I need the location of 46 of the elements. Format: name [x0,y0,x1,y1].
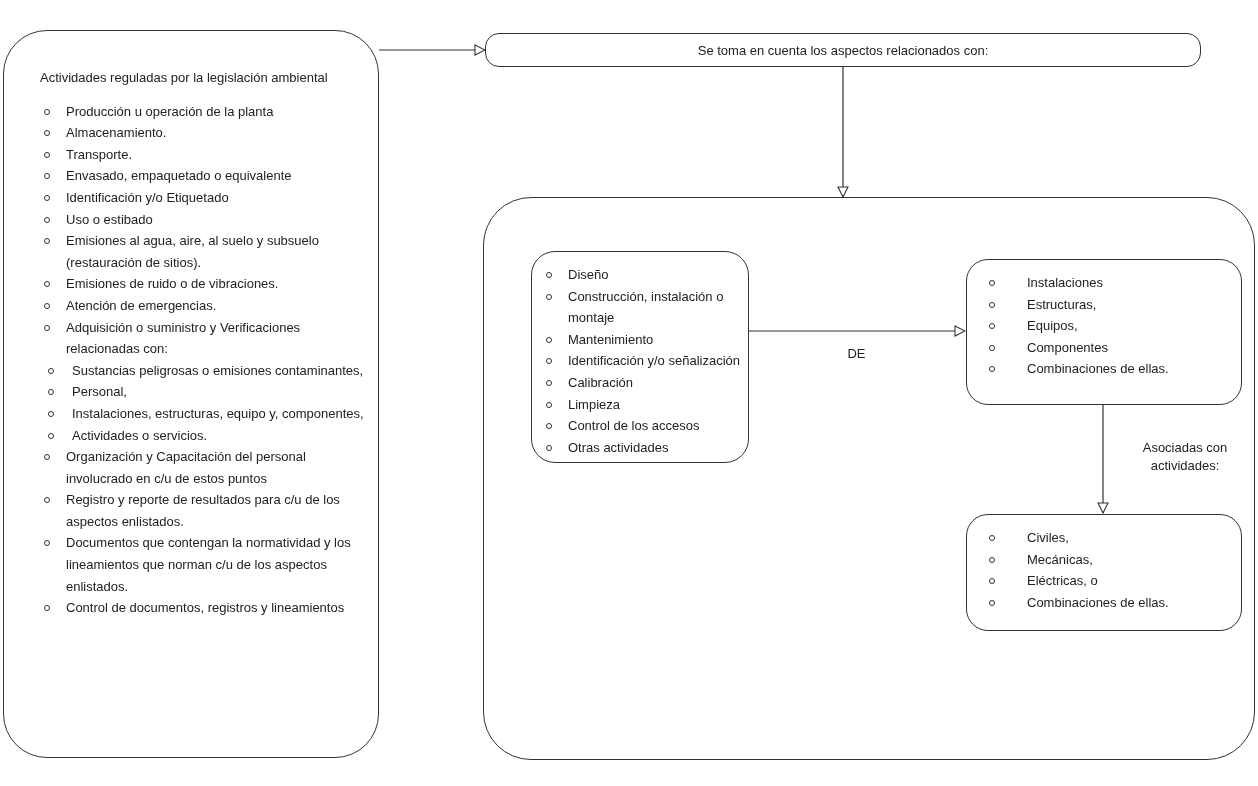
list-item: Instalaciones, estructuras, equipo y, componentes, [72,405,364,421]
list-item: Otras actividades [568,439,669,455]
list-item: Diseño [568,267,609,282]
list-item: Mantenimiento [568,331,654,347]
rounded-box [485,33,1201,67]
list-heading: Actividades reguladas por la legislación ambiental [40,69,329,87]
list-item: Envasado, empaquetado o equivalente [66,168,292,184]
list-item: Control de los accesos [568,418,700,434]
arrow [837,66,849,198]
list-item: Componentes [1027,339,1108,355]
list-box [966,259,1242,405]
list-item: Emisiones al agua, aire, al suelo y subsuelo (restauración de sitios). [66,233,319,270]
list-item: Emisiones de ruido o de vibraciones. [66,276,279,292]
list-item: Estructuras, [1027,296,1097,312]
rounded-box [3,30,379,758]
arrow [378,44,486,56]
list-item: Organización y Capacitación del personal involucrado en c/u de estos puntos [66,449,306,486]
list-item: Producción u operación de la planta [66,103,274,119]
list-item: Atención de emergencias. [66,297,217,313]
list-box [531,251,749,463]
list-item: Personal, [72,384,127,400]
list-item: Sustancias peligrosas o emisiones contaminantes, [72,362,364,378]
list-item: Calibración [568,374,634,390]
list-item: Identificación y/o Etiquetado [66,189,229,205]
list-item: Adquisición o suministro y Verificaciones relacionadas con: [66,319,301,357]
box-text: Se toma en cuenta los aspectos relacionados con: [696,42,990,60]
list-item: Equipos, [1027,318,1078,334]
list-item: Registro y reporte de resultados para c/u de los aspectos enlistados. [66,492,340,529]
list-item: Almacenamiento. [66,125,167,141]
list-item: Documentos que contengan la normatividad y los lineamientos que norman c/u de los aspectos enlistados. [66,535,351,594]
list-item: Combinaciones de ellas. [1027,594,1169,610]
list-item: Uso o estibado [66,211,153,227]
list-item: Actividades o servicios. [72,427,208,443]
list-item: Instalaciones [1027,275,1103,290]
list-box [966,514,1242,631]
list-item: Combinaciones de ellas. [1027,361,1169,377]
list-item: Mecánicas, [1027,551,1093,567]
arrow [1097,403,1109,514]
list-item: Eléctricas, o [1027,573,1098,589]
list-item: Transporte. [66,146,132,162]
list-item: Limpieza [568,396,621,412]
list-item: Identificación y/o señalización [568,353,740,369]
list-item: Control de documentos, registros y lineamientos [66,600,345,616]
arrow [747,325,966,337]
list-item: Civiles, [1027,530,1069,545]
list-item: Construcción, instalación o montaje [568,288,724,326]
